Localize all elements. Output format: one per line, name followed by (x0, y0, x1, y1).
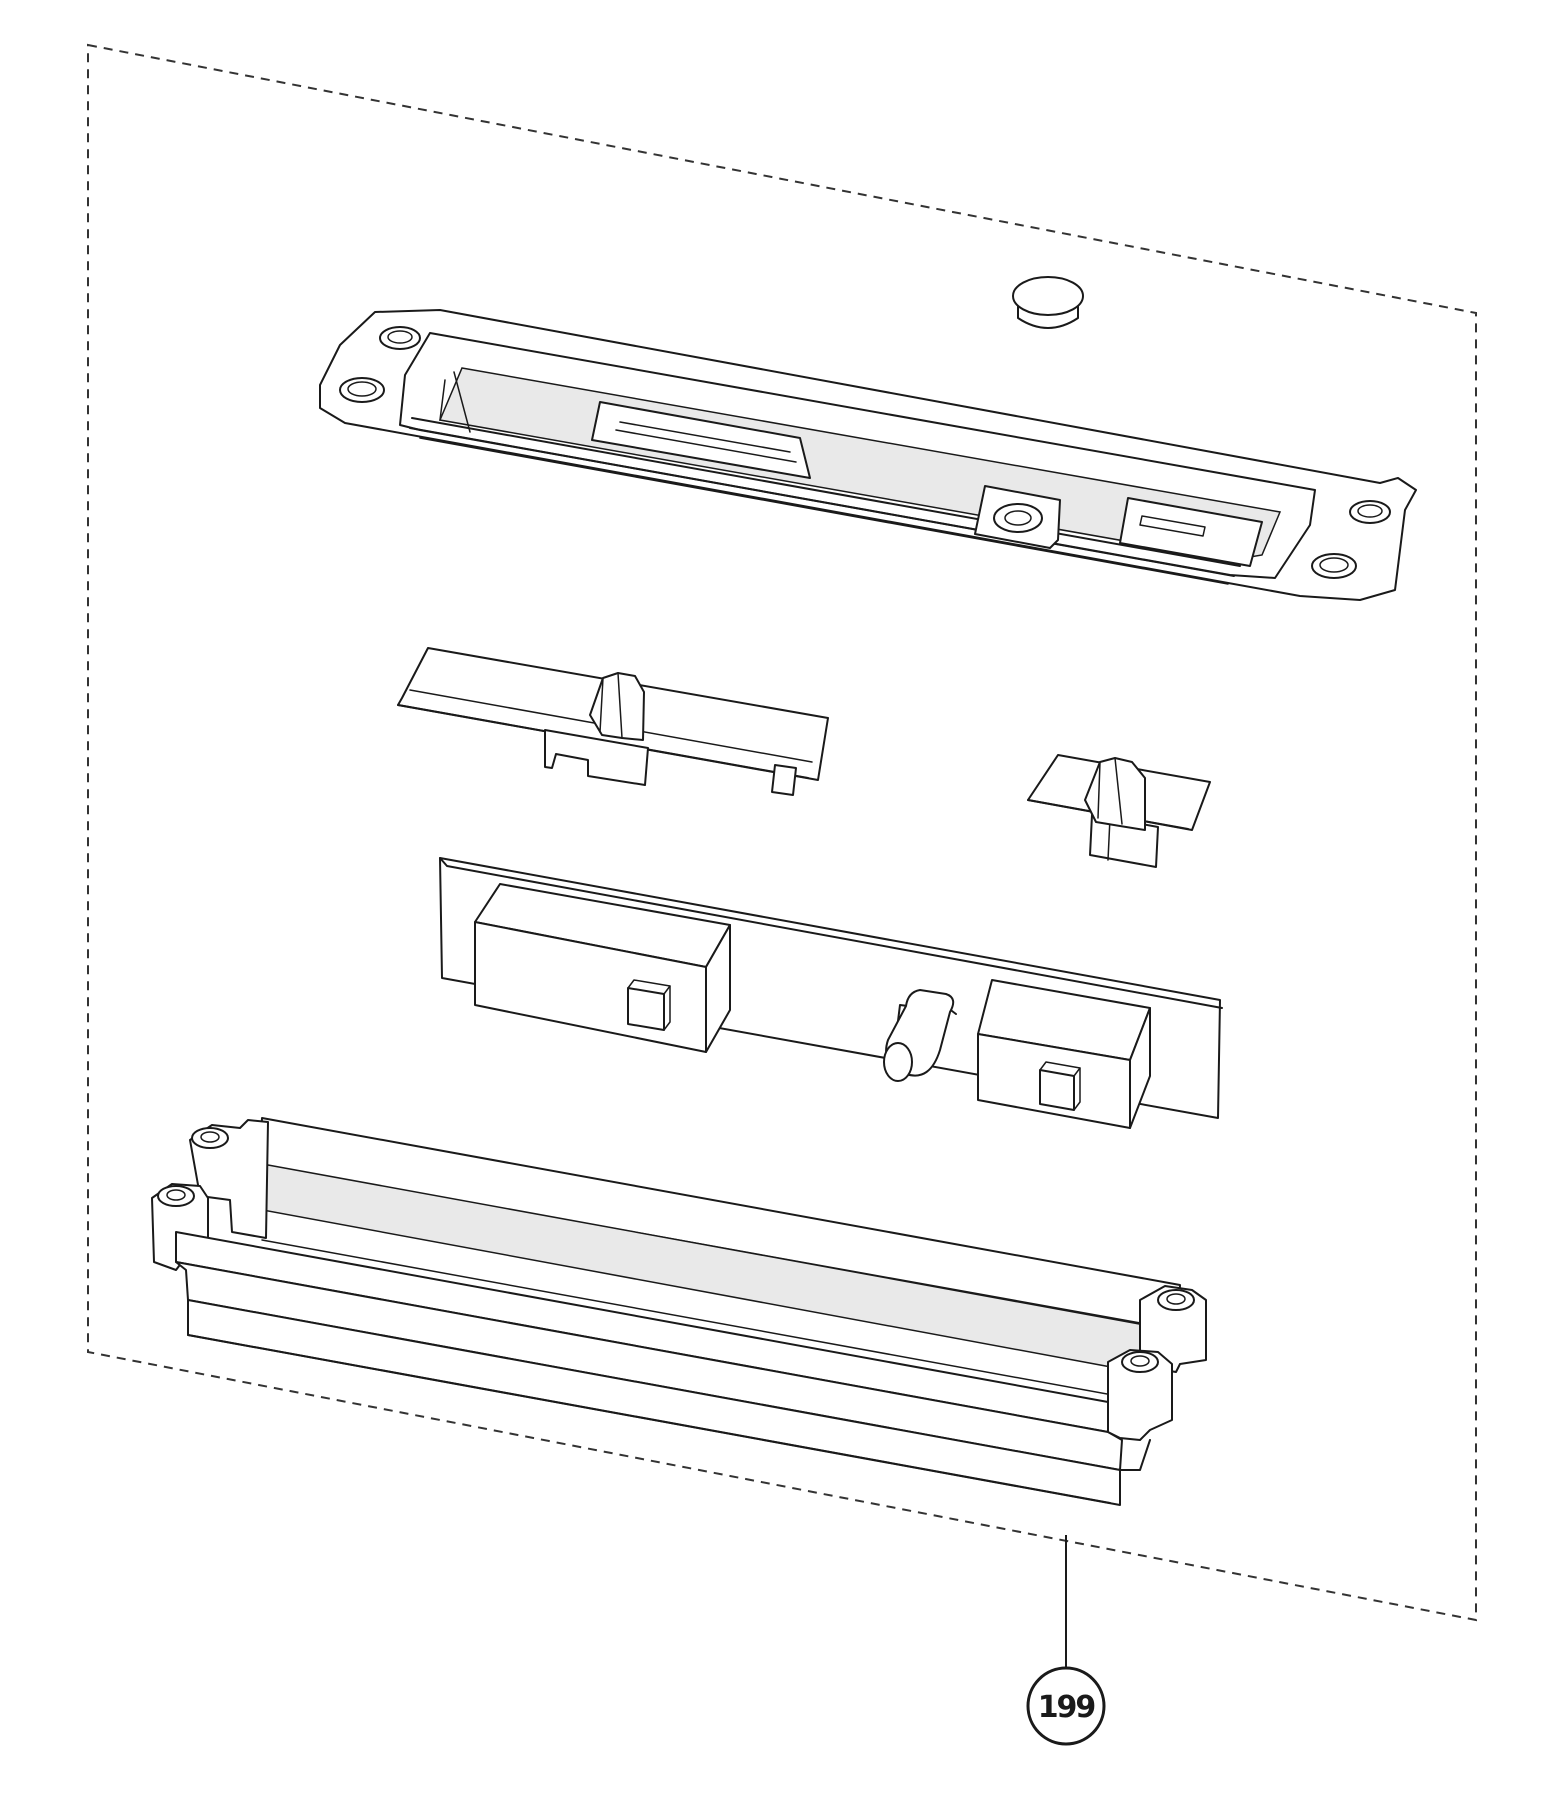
slider-knob-short-part (1027, 754, 1211, 868)
top-bezel-part (319, 309, 1417, 601)
assembly-boundary (87, 43, 1477, 1622)
callout-199: 199 (1026, 1535, 1106, 1746)
bottom-housing-part (151, 1117, 1207, 1506)
callout-circle (1026, 1666, 1106, 1746)
callout-number: 199 (1038, 1690, 1095, 1725)
slider-knob-long-part (397, 647, 829, 796)
cap-part (1012, 276, 1084, 329)
circuit-board-part (439, 857, 1223, 1129)
